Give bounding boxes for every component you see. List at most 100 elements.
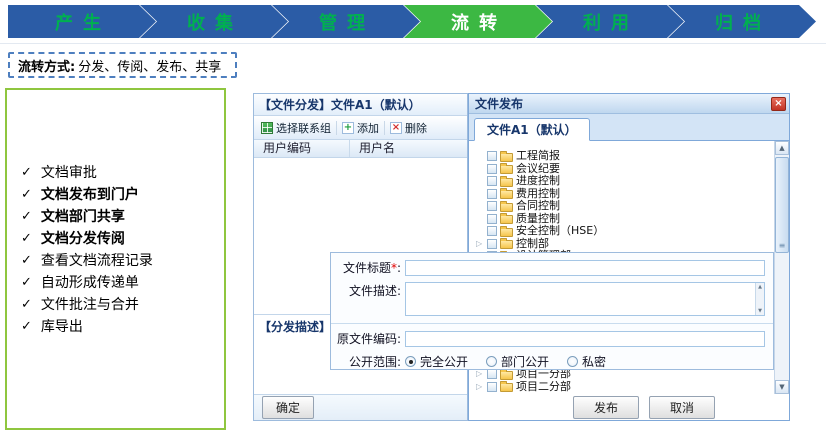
scroll-down-icon[interactable]: ▼ [758,308,762,314]
checkbox[interactable] [487,176,497,187]
tree-item[interactable]: ▷控制部 [476,236,549,250]
tab-file-a1[interactable]: 文件A1（默认） [474,118,590,141]
expand-arrow-icon[interactable]: ▷ [476,369,483,379]
column-user-code: 用户编码 [254,140,350,157]
original-file-code-label: 原文件编码: [336,332,401,346]
tree-item[interactable]: 安全控制（HSE） [476,224,771,238]
add-icon: + [342,121,354,134]
process-stage-label: 利用 [583,12,639,34]
folder-icon [500,225,513,237]
checkbox[interactable] [487,238,497,249]
process-stage-6: 归档 [668,5,816,38]
scrollbar-thumb[interactable]: ≡ [775,157,789,253]
feature-item: ✓查看文档流程记录 [7,250,224,272]
panel-footer: 发布 取消 [469,394,789,420]
scope-option-full-public[interactable]: 完全公开 [401,353,468,370]
column-user-name: 用户名 [359,141,396,155]
feature-list-panel: ✓文档审批 ✓文档发布到门户 ✓文档部门共享 ✓文档分发传阅 ✓查看文档流程记录… [5,88,226,430]
distribution-description-label: 【分发描述】 [259,320,332,334]
process-stage-1: 产生 [8,5,156,38]
required-mark: * [390,261,397,275]
publish-form-dialog: 文件标题*: 文件描述: ▲ ▼ 原文件编码: 公开范围: 完全公开 部门公开 … [330,252,774,370]
divider [0,43,826,44]
feature-item: ✓文档发布到门户 [7,184,224,206]
file-description-textarea[interactable]: ▲ ▼ [405,282,765,316]
feature-item: ✓文档审批 [7,162,224,184]
checkbox[interactable] [487,163,497,174]
select-contact-group-button[interactable]: 选择联系组 [257,118,335,138]
user-table-header: 用户编码 用户名 [254,140,467,158]
delete-icon: × [390,121,402,134]
checkbox[interactable] [487,151,497,162]
folder-icon [500,381,513,393]
radio-selected-icon[interactable] [405,356,416,367]
close-icon[interactable]: × [771,96,786,111]
tree-item[interactable]: 合同控制 [476,199,771,213]
check-icon: ✓ [21,209,32,224]
expand-arrow-icon[interactable]: ▷ [476,238,483,248]
thumb-grip-icon: ≡ [778,241,786,250]
checkbox[interactable] [487,226,497,237]
folder-icon [500,163,513,175]
file-description-label: 文件描述: [348,284,401,298]
cancel-button[interactable]: 取消 [649,395,716,419]
checkbox[interactable] [487,381,497,392]
process-stage-label: 产生 [55,12,111,34]
folder-icon [500,150,513,162]
check-icon: ✓ [21,275,32,290]
publish-button[interactable]: 发布 [572,395,639,419]
file-title-input[interactable] [405,259,765,276]
textarea-scrollbar[interactable]: ▲ ▼ [755,283,764,315]
tree-item[interactable]: 质量控制 [476,212,771,226]
scroll-up-icon[interactable]: ▲ [758,284,762,290]
feature-item: ✓文档分发传阅 [7,228,224,250]
callout-label: 流转方式: [18,59,76,75]
ok-button[interactable]: 确定 [262,396,315,419]
process-stage-label: 归档 [715,12,771,34]
process-stage-5: 利用 [536,5,684,38]
folder-icon [500,213,513,225]
dialog-title: 【文件分发】文件A1（默认） [254,94,467,116]
scope-option-department-public[interactable]: 部门公开 [482,353,549,370]
process-stage-4-active: 流转 [404,5,552,38]
delete-button[interactable]: × 删除 [390,121,427,135]
check-icon: ✓ [21,319,32,334]
folder-icon [500,368,513,380]
distribution-toolbar: 选择联系组 + 添加 × 删除 [254,116,467,140]
scope-option-private[interactable]: 私密 [563,353,606,370]
checkbox[interactable] [487,369,497,380]
process-stage-label: 收集 [187,12,243,34]
tree-item[interactable]: 进度控制 [476,174,771,188]
process-stage-3: 管理 [272,5,420,38]
checkbox[interactable] [487,188,497,199]
folder-icon [500,188,513,200]
circulation-methods-callout: 流转方式: 分发、传阅、发布、共享 [8,52,238,78]
tree-scrollbar[interactable]: ▲ ≡ ▼ [774,141,789,394]
process-stage-label: 流转 [451,12,507,34]
tab-strip: 文件A1（默认） [469,114,789,141]
process-bar: 产生 收集 管理 流转 利用 归档 [8,5,820,38]
check-icon: ✓ [21,231,32,246]
panel-titlebar: 文件发布 × [469,94,789,114]
feature-item: ✓库导出 [7,316,224,338]
radio-icon[interactable] [567,356,579,367]
contact-group-icon [261,121,273,134]
scroll-down-icon[interactable]: ▼ [775,380,789,394]
add-button[interactable]: + 添加 [342,121,379,135]
check-icon: ✓ [21,165,32,180]
feature-item: ✓文件批注与合并 [7,294,224,316]
tree-item[interactable]: ▷项目二分部 [476,379,571,393]
tree-item[interactable]: 费用控制 [476,187,771,201]
tree-item[interactable]: ▷项目一分部 [476,367,571,380]
expand-arrow-icon[interactable]: ▷ [476,381,483,391]
tree-item[interactable]: 工程简报 [476,149,771,163]
tree-item[interactable]: 会议纪要 [476,162,771,176]
radio-icon[interactable] [486,356,498,367]
checkbox[interactable] [487,201,497,212]
checkbox[interactable] [487,213,497,224]
file-title-label: 文件标题*: [342,261,401,275]
scroll-up-icon[interactable]: ▲ [775,141,789,155]
panel-title: 文件发布 [475,97,524,111]
original-file-code-input[interactable] [405,330,765,347]
